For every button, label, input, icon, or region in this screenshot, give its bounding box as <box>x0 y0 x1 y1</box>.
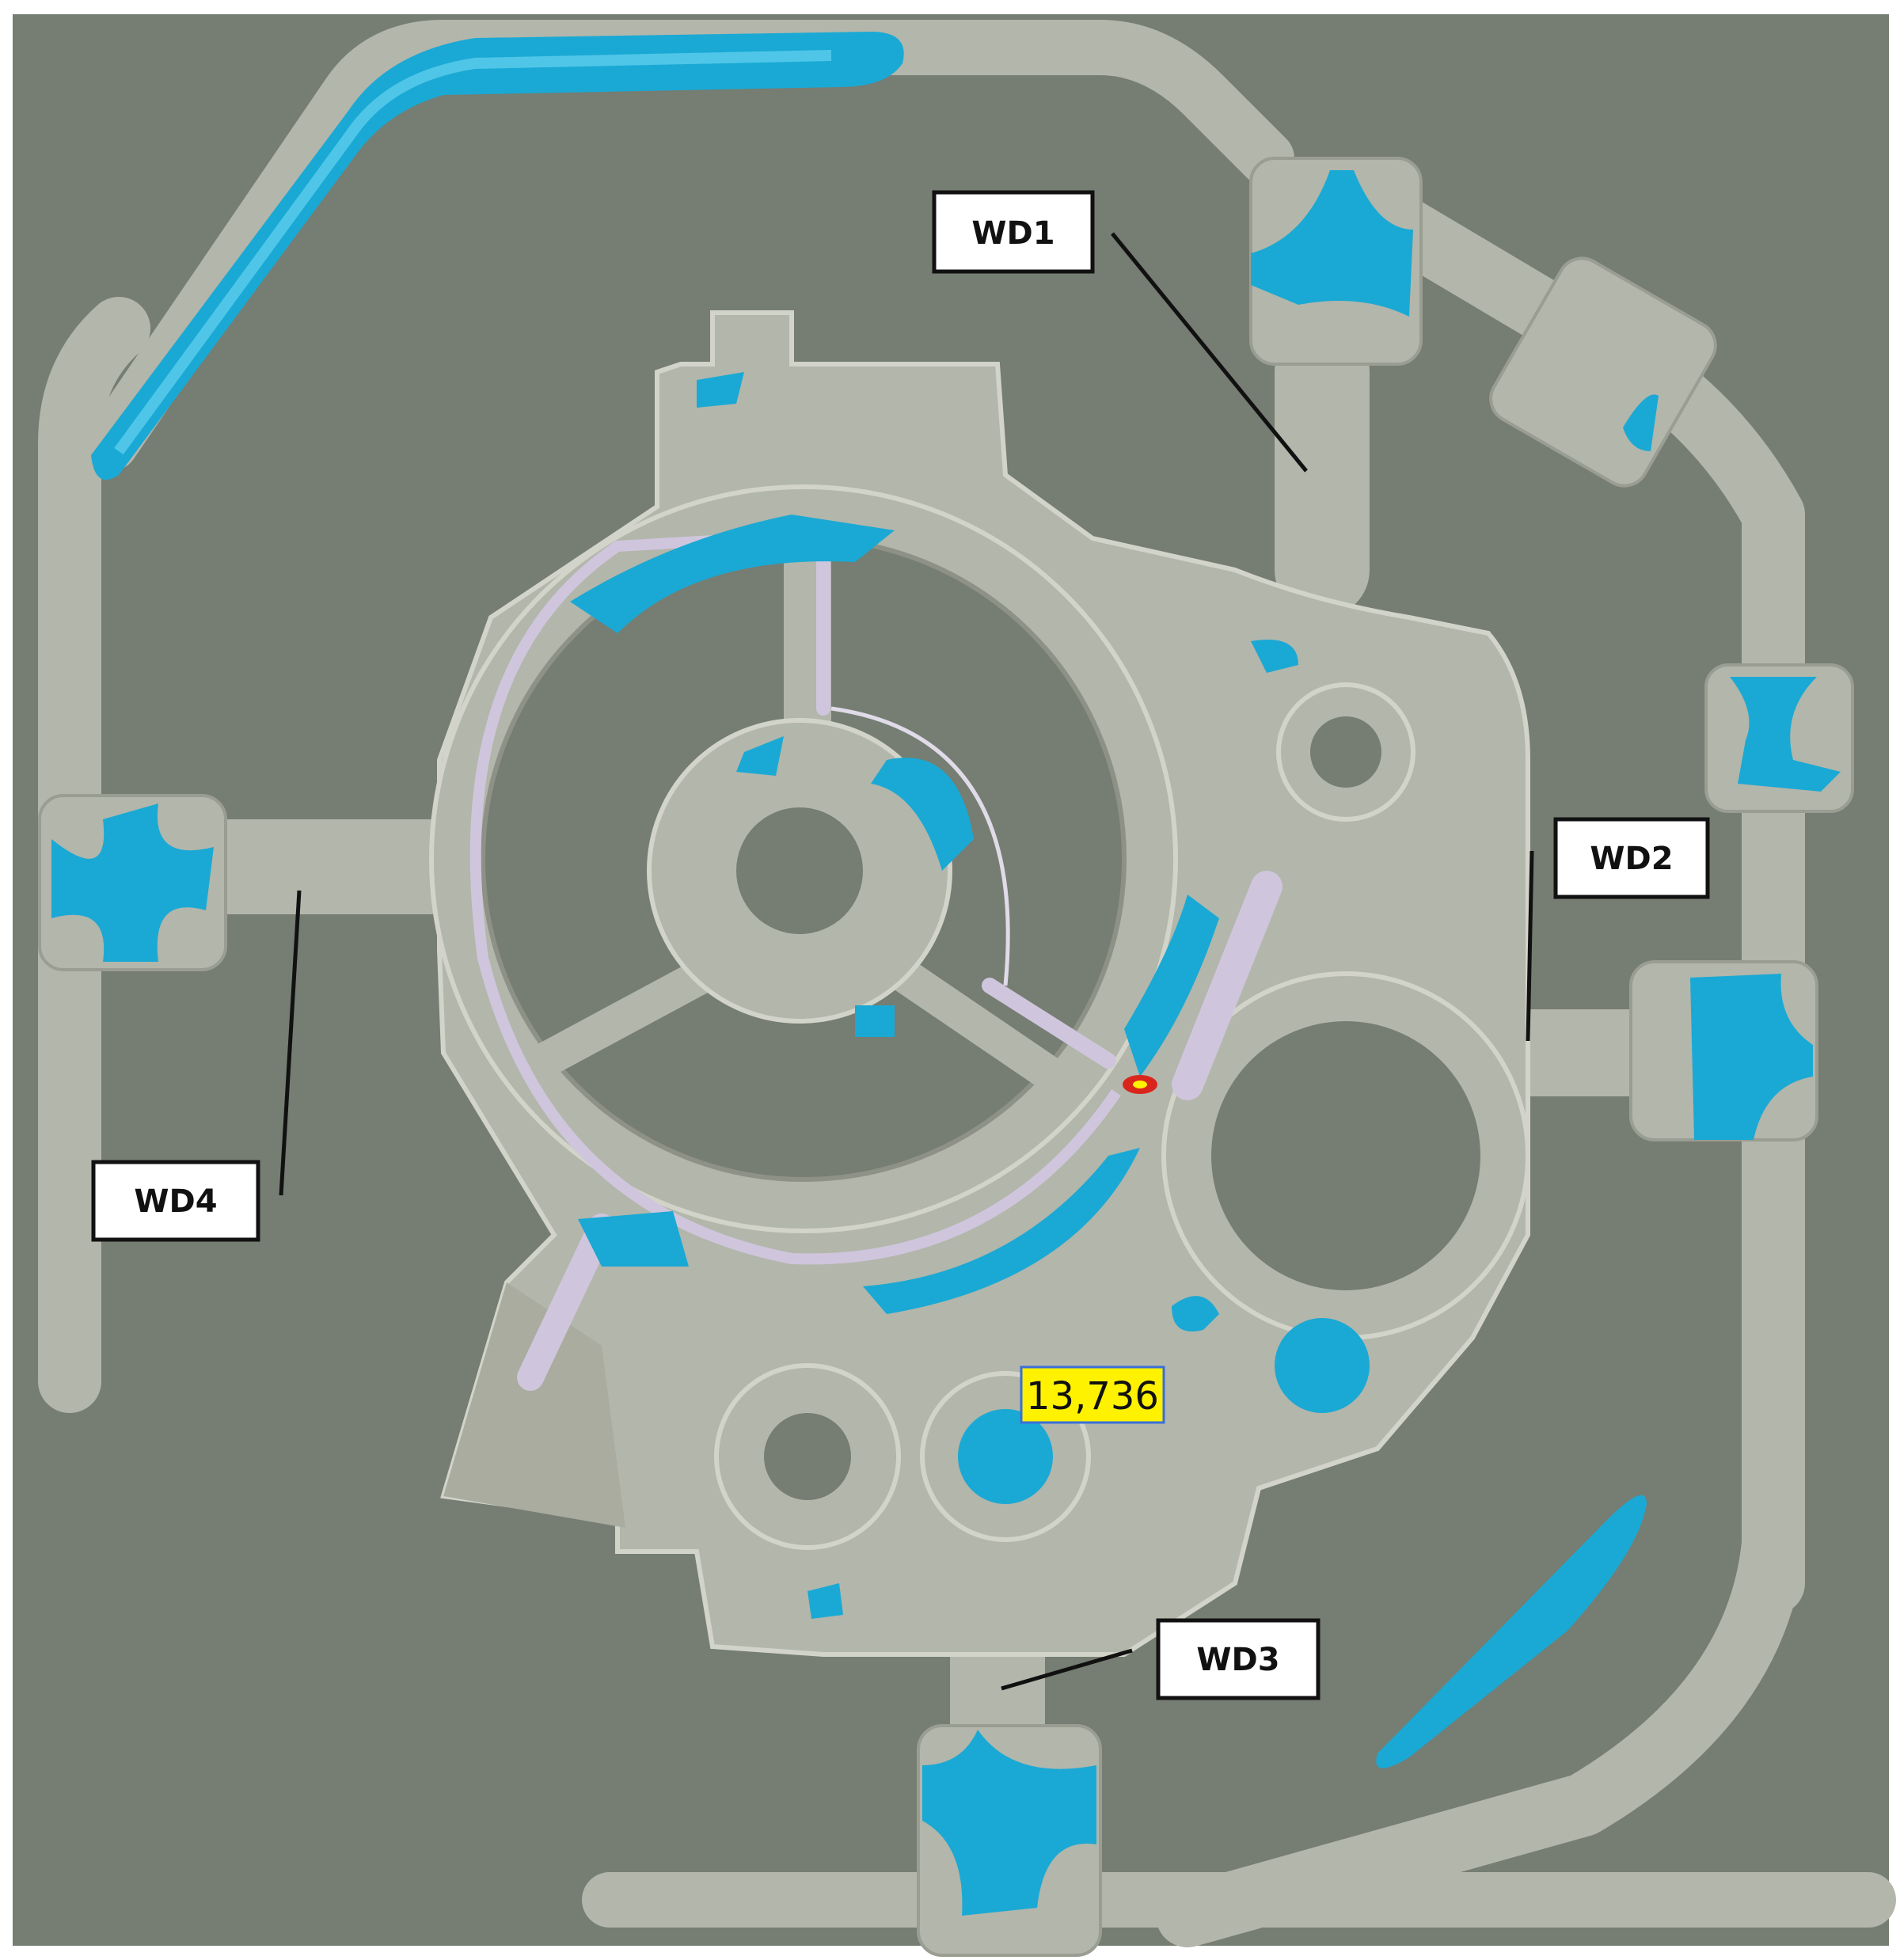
runner-system <box>38 20 1896 1947</box>
label-wd3: WD3 <box>1156 1618 1320 1700</box>
value-marker-text: 13,736 <box>1026 1374 1159 1419</box>
sleeve <box>443 871 1282 1528</box>
defect-regions <box>51 32 1841 1916</box>
label-wd4: WD4 <box>91 1160 260 1242</box>
main-ring <box>429 484 1178 1265</box>
label-wd1-text: WD1 <box>971 215 1054 252</box>
wd2-leader <box>1526 850 1534 1042</box>
label-wd2-text: WD2 <box>1590 841 1673 877</box>
wd4-leader <box>279 890 302 1196</box>
wd3-leader <box>1001 1648 1133 1691</box>
value-marker: 13,736 <box>1020 1366 1165 1424</box>
label-wd3-text: WD3 <box>1196 1642 1279 1678</box>
callout-lines <box>279 232 1534 1691</box>
label-wd4-text: WD4 <box>134 1183 217 1220</box>
label-wd2: WD2 <box>1553 817 1710 899</box>
label-wd1: WD1 <box>932 190 1095 274</box>
bosses <box>714 682 1530 1550</box>
wd1-leader <box>1111 232 1308 473</box>
